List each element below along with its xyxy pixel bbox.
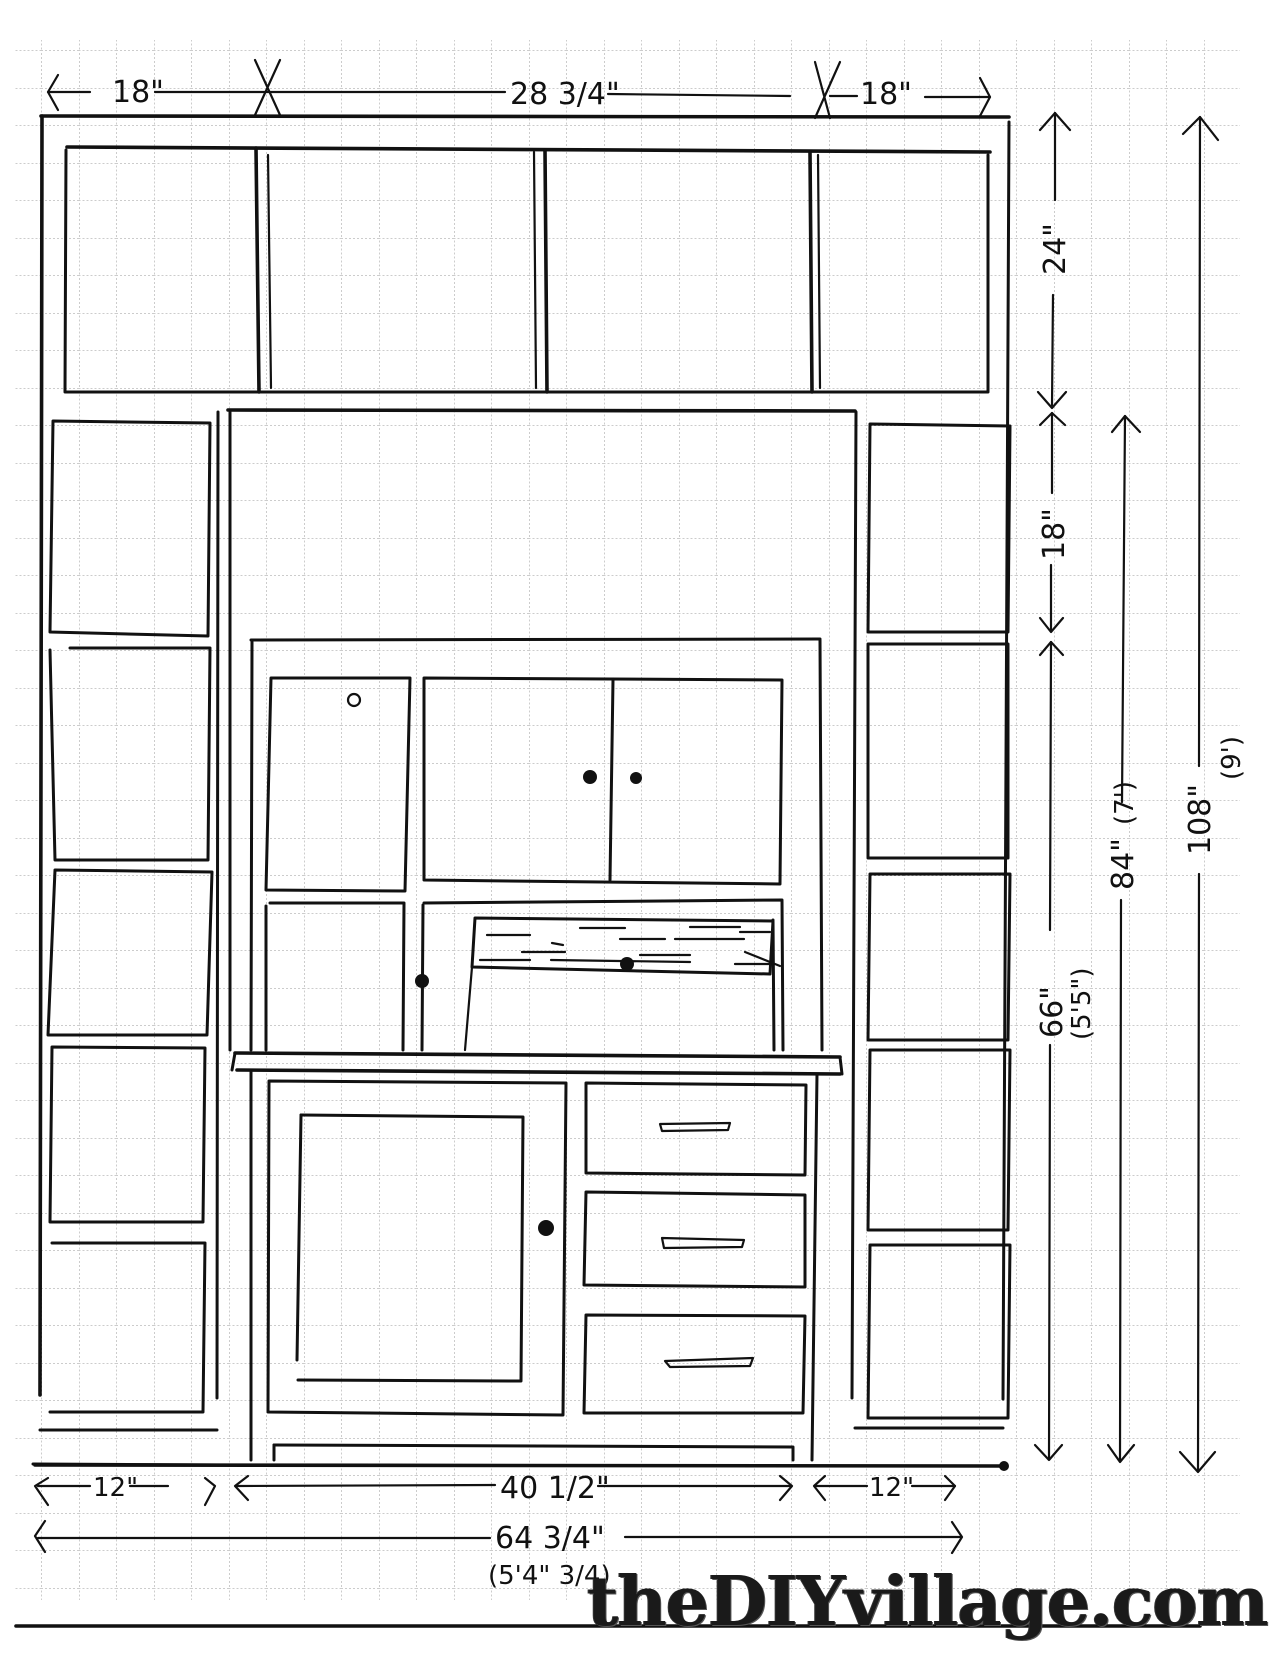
drawer-pull-icon	[663, 1356, 755, 1369]
dim-label-tower-height-alt: (7')	[1110, 781, 1140, 825]
hutch-lower-section	[264, 898, 785, 1052]
drawer-pull-icon	[658, 1121, 732, 1133]
right-tower	[850, 410, 1012, 1430]
dim-label-lower-to-floor-height: 66"	[1035, 986, 1070, 1038]
dim-label-overall-height: 108"	[1183, 784, 1218, 855]
hutch-upper-doors	[264, 676, 784, 893]
dim-label-right-upper-width: 18"	[860, 77, 912, 112]
dim-label-left-upper-width: 18"	[112, 75, 164, 110]
dim-label-overall-height-alt: (9')	[1217, 736, 1247, 780]
countertop	[230, 1051, 844, 1076]
dim-label-lower-to-floor-height-alt: (5'5")	[1067, 968, 1097, 1040]
door-knob-icon	[538, 1220, 554, 1236]
door-knob-icon	[583, 770, 597, 784]
top-dimension-line	[46, 58, 992, 120]
dim-label-right-tower-width: 12"	[869, 1473, 914, 1503]
left-tower	[31, 410, 220, 1467]
dim-label-upper-cabinet-height: 24"	[1038, 223, 1073, 275]
dim-label-center-upper-width: 28 3/4"	[510, 77, 620, 112]
dim-label-left-tower-width: 12"	[93, 1473, 138, 1503]
dim-label-overall-width: 64 3/4"	[495, 1521, 605, 1556]
drawer-pull-icon	[660, 1236, 746, 1250]
bottom-dimension-lines	[14, 1474, 1202, 1628]
graph-paper-grid	[15, 40, 1240, 1600]
dim-label-center-hutch-width: 40 1/2"	[500, 1471, 610, 1506]
breadbox-knob-icon	[620, 957, 634, 971]
door-knob-icon	[346, 692, 362, 708]
carcass-outline	[38, 114, 1011, 1401]
door-knob-icon	[630, 772, 642, 784]
dim-label-tower-height: 84"	[1106, 838, 1141, 890]
right-dimension-lines	[1033, 111, 1220, 1474]
hutch-frame	[226, 408, 857, 1052]
base-cabinet	[33, 1070, 1009, 1471]
upper-cabinet-row	[63, 145, 992, 394]
dim-label-open-section-height: 18"	[1037, 508, 1072, 560]
watermark-logo: theDIYvillage.com	[587, 1562, 1269, 1642]
dim-label-overall-width-alt: (5'4" 3/4)	[488, 1561, 611, 1591]
